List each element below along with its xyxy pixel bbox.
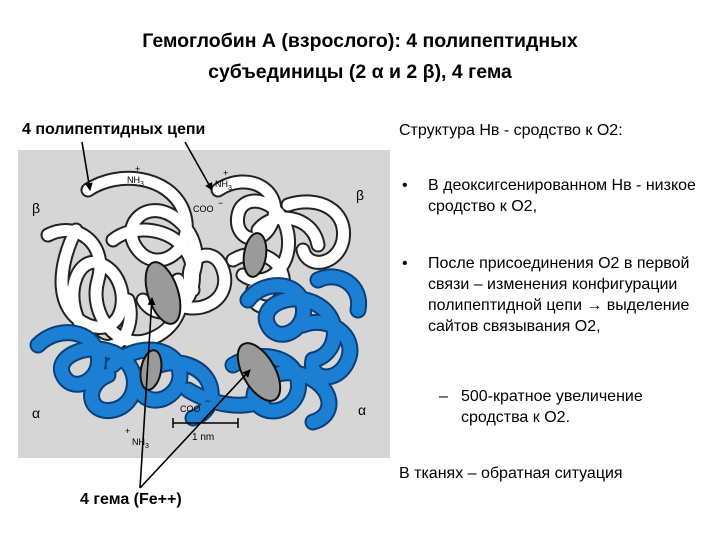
hemoglobin-illustration: β β α α + NH3 + NH3 COO − COO − + NH3 1 … — [18, 150, 390, 458]
nh3-plus: + — [125, 426, 130, 436]
chains-label: 4 полипептидных цепи — [22, 121, 205, 139]
bullet-mark: • — [402, 175, 408, 196]
structure-heading: Структура Нв - сродство к О2: — [399, 120, 623, 141]
bullet-mark: • — [402, 253, 408, 274]
page-title: Гемоглобин А (взрослого): 4 полипептидны… — [60, 26, 660, 88]
heme-label: 4 гема (Fe++) — [80, 491, 182, 509]
title-line-1: Гемоглобин А (взрослого): 4 полипептидны… — [60, 26, 660, 57]
title-line-2: субъединицы (2 α и 2 β), 4 гема — [60, 57, 660, 88]
bullet-text: После присоединения О2 в первой связи – … — [428, 253, 718, 337]
nh3-plus: + — [135, 164, 140, 174]
sub-bullet-text: 500-кратное увеличение сродства к О2. — [461, 386, 711, 428]
coo-label: COO — [193, 204, 214, 214]
nh3-plus: + — [223, 168, 228, 178]
scale-label: 1 nm — [192, 432, 214, 443]
beta-label: β — [32, 200, 40, 216]
alpha-label: α — [32, 405, 40, 421]
coo-minus: − — [205, 396, 210, 406]
bullet-text: В деоксигсенированном Нв - низкое сродст… — [428, 175, 718, 217]
hemoglobin-figure: β β α α + NH3 + NH3 COO − COO − + NH3 1 … — [18, 150, 390, 458]
tissue-note: В тканях – обратная ситуация — [399, 463, 623, 484]
alpha-label: α — [358, 402, 366, 418]
coo-minus: − — [218, 198, 223, 208]
beta-label: β — [356, 187, 364, 203]
coo-label: COO — [180, 404, 201, 414]
sub-bullet-mark: – — [439, 386, 448, 407]
